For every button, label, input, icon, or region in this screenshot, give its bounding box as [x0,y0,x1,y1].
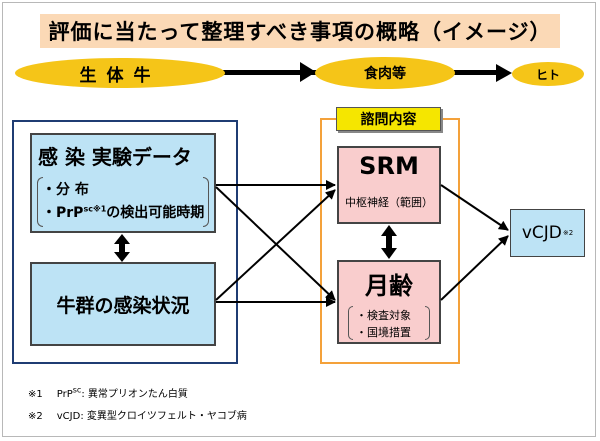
flow-meat: 食肉等 [315,57,455,89]
footnote-2-text: : 変異型クロイツフェルト・ヤコブ病 [80,411,247,422]
footnote-1-term: PrP [56,389,73,400]
footnote-2-mark: ※2 [28,411,43,422]
vcjd-note-ref: ※2 [562,229,574,237]
vcjd-box: vCJD※2 [510,209,585,257]
footnote-1-mark: ※1 [28,389,43,400]
arrow-exp-to-age [215,186,336,301]
consultation-label: 諮問内容 [336,107,441,131]
experiment-item-detection: ・PrPsc※1の検出可能時期 [42,202,204,222]
footnote-1-text: : 異常プリオンたん白質 [81,389,188,400]
slide-frame [2,2,596,437]
experiment-bracket-left [37,177,43,227]
prp-sc-sup: sc [83,204,93,214]
srm-subtitle: 中枢神経（範囲） [345,196,433,209]
arrow-srm-to-vcjd [440,184,509,231]
age-title: 月齢 [365,272,413,300]
age-item-inspection: ・検査対象 [356,309,411,322]
footnote-2: ※2 vCJD: 変異型クロイツフェルト・ヤコブ病 [28,407,247,422]
prp-note-ref: ※1 [92,204,107,214]
vcjd-label: vCJD [521,223,562,243]
footnote-1-term-sup: sc [72,385,82,395]
flow-line-2 [455,70,500,75]
arrow-age-to-vcjd [440,235,509,301]
age-bracket-left [348,306,353,340]
experiment-item-distribution: ・分 布 [42,182,89,198]
prp-label: ・PrP [42,205,84,221]
flow-human: ヒト [512,62,584,86]
footnote-2-term: vCJD [56,411,81,422]
flow-bovine: 生体牛 [15,58,225,88]
flow-arrowhead-2 [496,64,512,82]
detection-text: の検出可能時期 [106,205,205,221]
double-arrow-left [114,234,130,262]
double-arrow-right [381,225,397,259]
slide-title: 評価に当たって整理すべき事項の概略（イメージ） [40,14,560,48]
age-item-border: ・国境措置 [356,326,411,339]
srm-box: SRM 中枢神経（範囲） [337,146,441,224]
srm-title: SRM [359,152,419,180]
experiment-data-box: 感 染 実験データ ・分 布 ・PrPsc※1の検出可能時期 [30,133,216,233]
arrow-herd-to-srm [215,189,336,301]
footnote-1: ※1 PrPsc: 異常プリオンたん白質 [28,385,188,400]
flow-arrowhead-1 [300,62,316,82]
herd-infection-box: 牛群の感染状況 [30,262,216,346]
age-box: 月齢 ・検査対象 ・国境措置 [337,260,441,344]
experiment-data-title: 感 染 実験データ [38,145,192,169]
